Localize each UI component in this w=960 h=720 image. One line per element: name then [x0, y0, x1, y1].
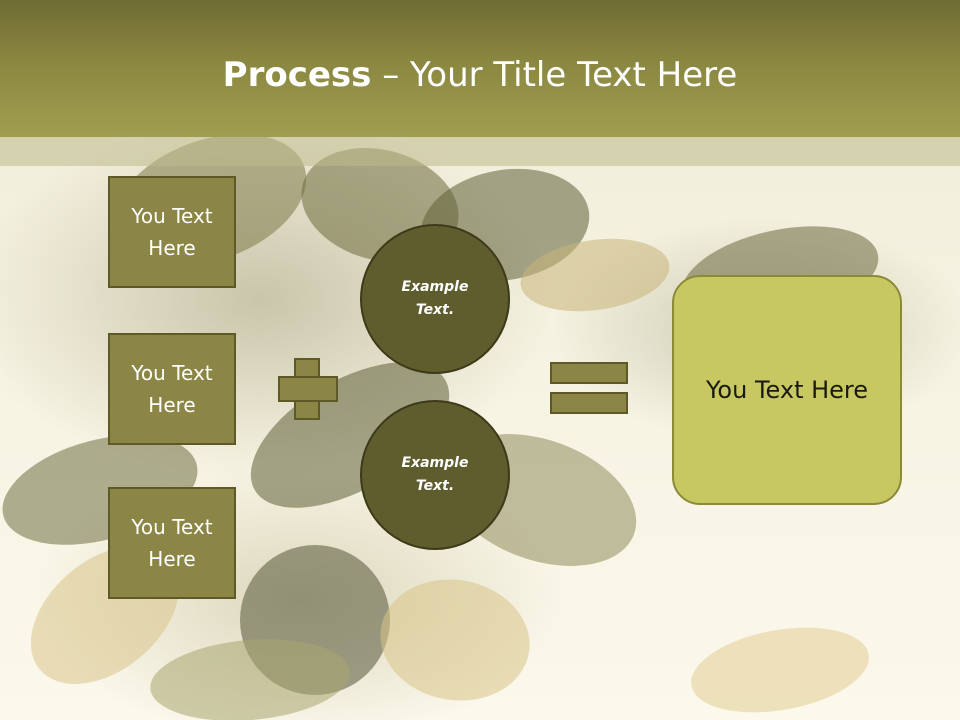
equals-bottom-bar	[550, 392, 628, 414]
input-box-1-text: You Text Here	[131, 204, 213, 260]
title-bar	[0, 0, 960, 137]
result-box: You Text Here	[672, 275, 902, 505]
title-separator: –	[371, 55, 411, 95]
title-rest-text: Your Title Text Here	[410, 55, 738, 95]
title-bold-text: Process	[222, 55, 372, 95]
title-bar-strip	[0, 137, 960, 166]
seed-shape	[684, 614, 876, 720]
equals-top-bar	[550, 362, 628, 384]
input-box-2: You Text Here	[108, 333, 236, 445]
input-box-2-text: You Text Here	[131, 361, 213, 417]
input-box-3: You Text Here	[108, 487, 236, 599]
example-circle-1: Example Text.	[360, 224, 510, 374]
result-box-text: You Text Here	[705, 376, 869, 404]
input-box-1: You Text Here	[108, 176, 236, 288]
example-circle-2-text: Example Text.	[401, 455, 469, 494]
input-box-3-text: You Text Here	[131, 515, 213, 571]
example-circle-2: Example Text.	[360, 400, 510, 550]
slide-title: Process – Your Title Text Here	[0, 50, 960, 100]
plus-center	[296, 378, 318, 400]
example-circle-1-text: Example Text.	[401, 279, 469, 318]
seed-shape	[370, 567, 540, 713]
